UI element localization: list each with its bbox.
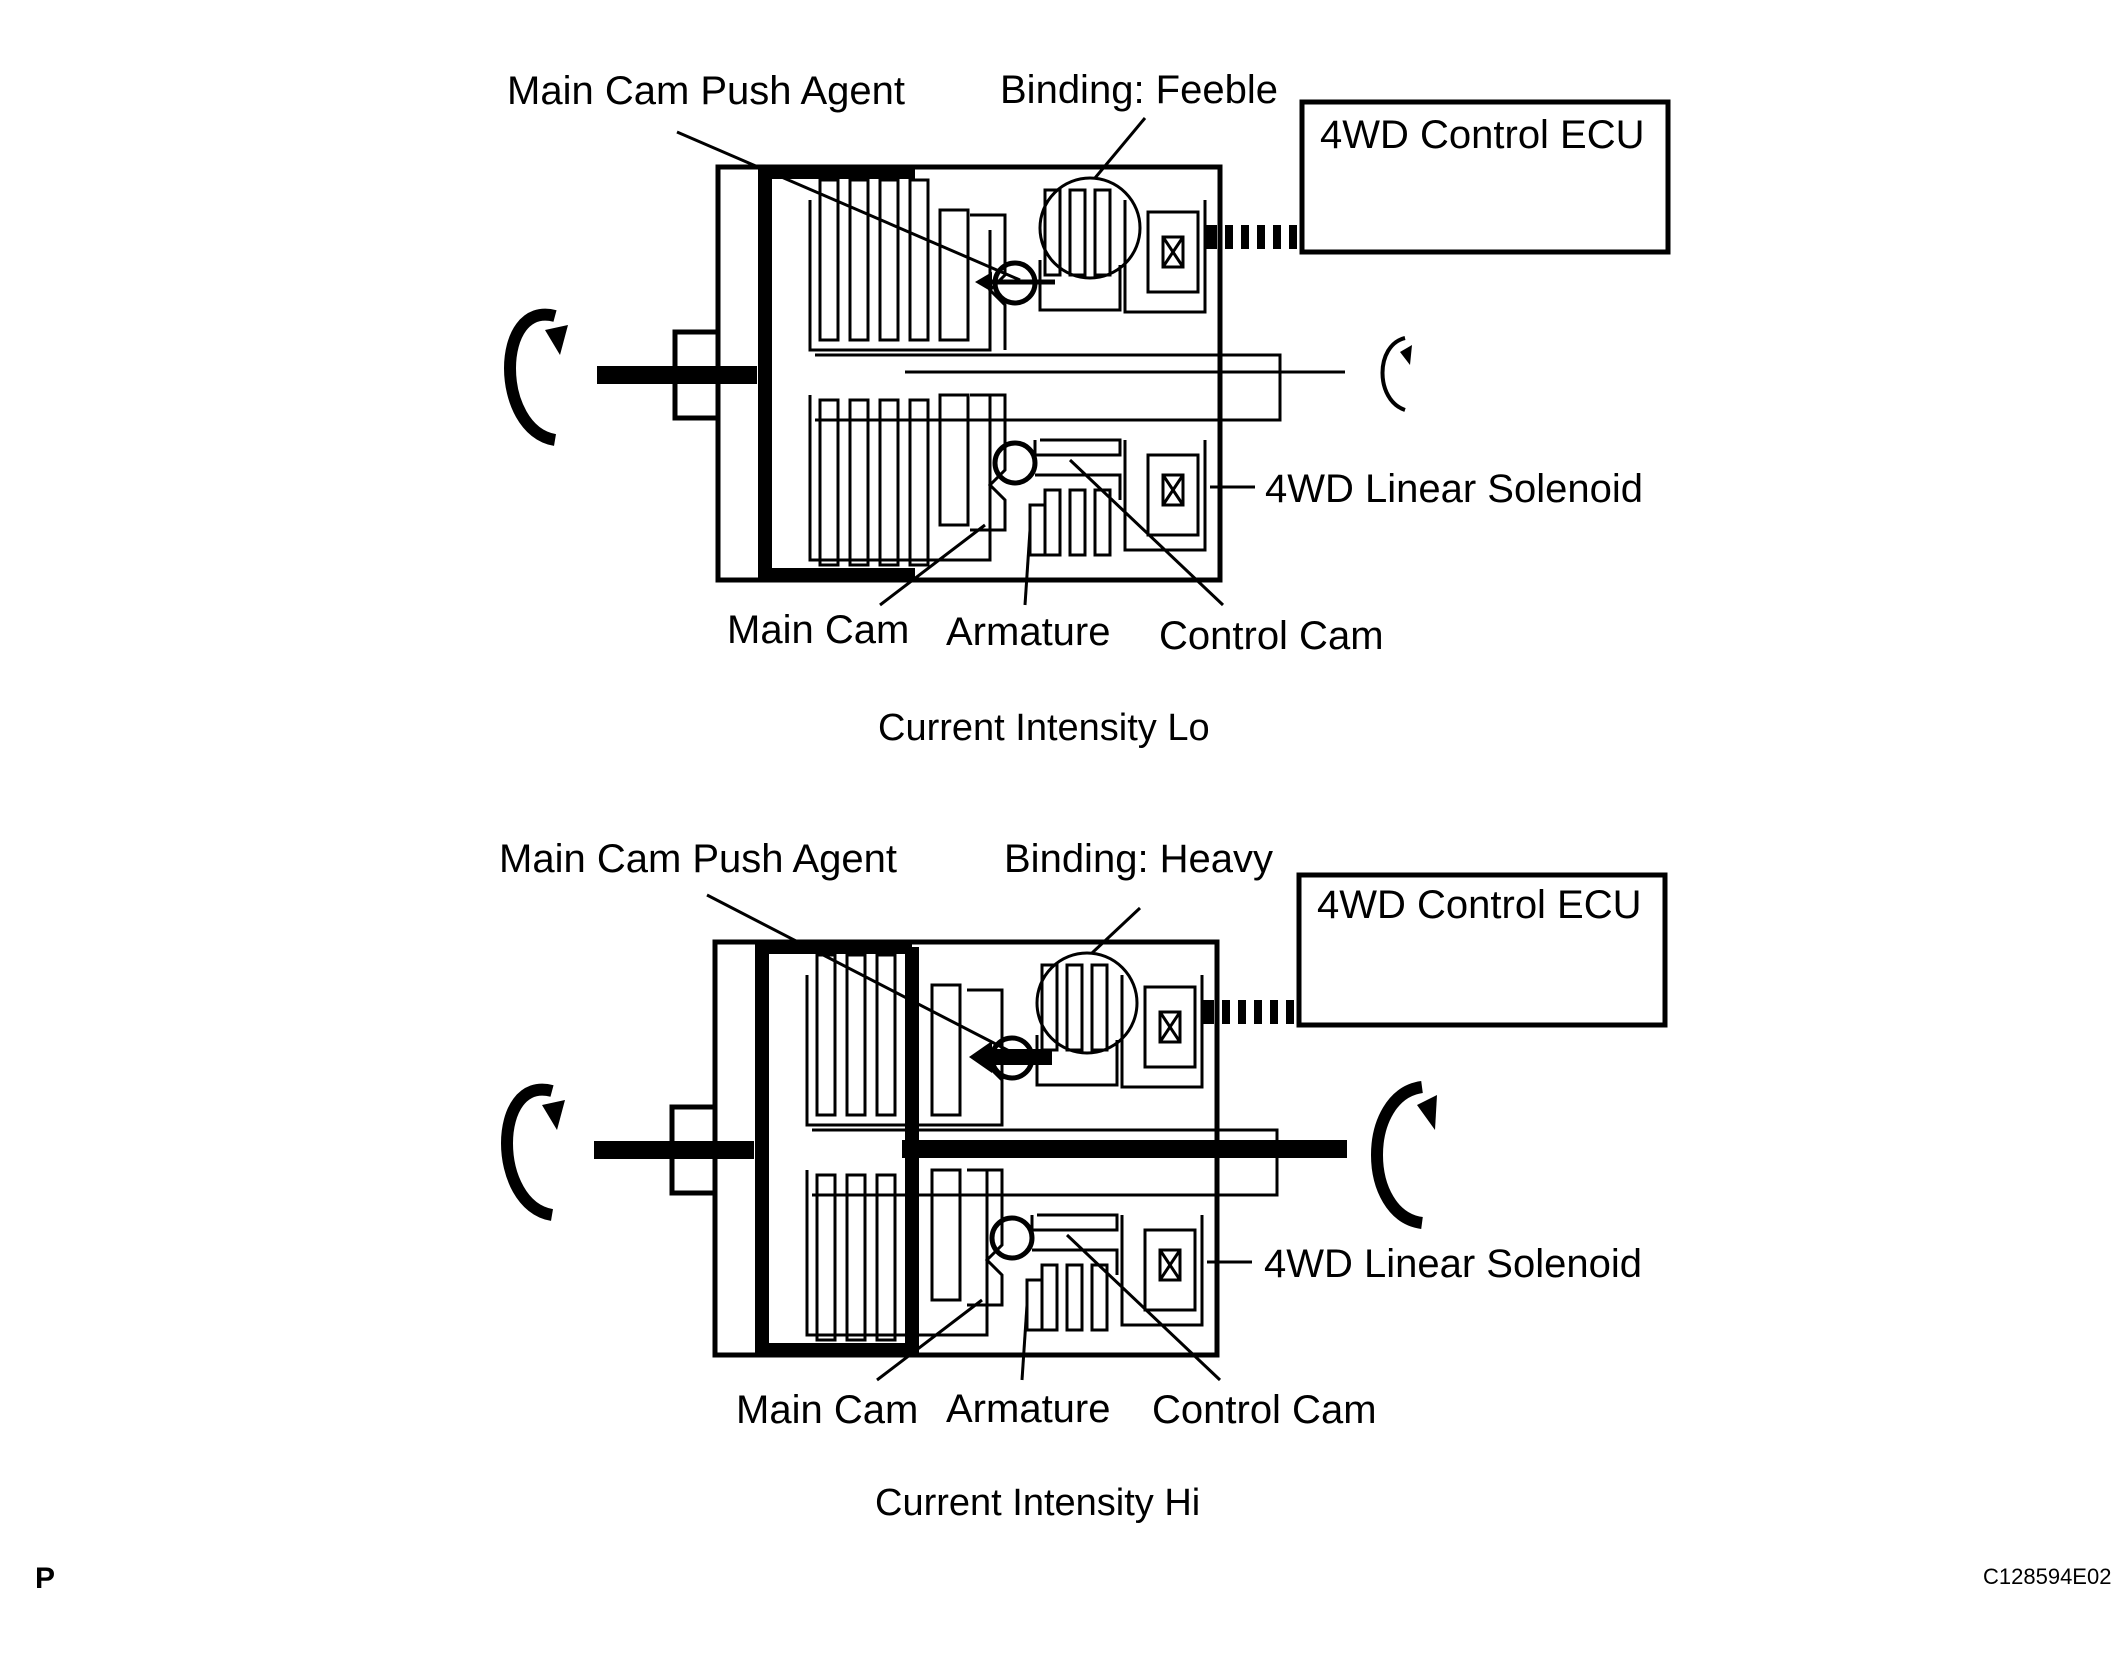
cam-ball-bottom bbox=[989, 1215, 1035, 1261]
input-rotation-arrow bbox=[501, 1083, 554, 1221]
caption-current-intensity-lo: Current Intensity Lo bbox=[878, 707, 1210, 749]
input-rotation-arrow bbox=[504, 308, 557, 446]
ecu-solenoid-connection bbox=[1202, 1000, 1294, 1024]
figure-code: C128594E02 bbox=[1983, 1564, 2111, 1589]
ecu-box bbox=[1296, 872, 1668, 1028]
label-ecu: 4WD Control ECU bbox=[1320, 113, 1645, 157]
linear-solenoid bbox=[1123, 200, 1207, 552]
cam-ball-bottom bbox=[992, 440, 1038, 486]
pilot-clutch-bottom bbox=[1028, 488, 1112, 557]
label-linear-solenoid: 4WD Linear Solenoid bbox=[1264, 1242, 1642, 1286]
main-clutch-frame bbox=[758, 165, 915, 582]
output-shaft bbox=[812, 1128, 1279, 1197]
label-ecu: 4WD Control ECU bbox=[1317, 883, 1642, 927]
main-clutch-plates-top bbox=[808, 178, 992, 352]
pilot-clutch-top bbox=[1038, 176, 1142, 280]
main-clutch-plates-bottom bbox=[805, 1168, 989, 1342]
binding-heavy-circle bbox=[1035, 951, 1139, 1055]
label-linear-solenoid: 4WD Linear Solenoid bbox=[1265, 467, 1643, 511]
panel-current-intensity-lo: Main Cam Push Agent Binding: Feeble 4WD … bbox=[504, 68, 1671, 749]
main-clutch-plates-bottom bbox=[808, 393, 992, 567]
control-cam bbox=[1030, 1213, 1119, 1275]
output-rotation-arrow bbox=[1380, 336, 1406, 412]
output-shaft bbox=[815, 353, 1282, 422]
armature bbox=[1028, 503, 1047, 557]
output-rotation-arrow bbox=[1371, 1081, 1424, 1229]
caption-current-intensity-hi: Current Intensity Hi bbox=[875, 1482, 1200, 1524]
label-main-cam-push-agent: Main Cam Push Agent bbox=[507, 69, 905, 113]
label-control-cam: Control Cam bbox=[1152, 1388, 1377, 1432]
main-clutch-frame bbox=[755, 940, 919, 1357]
label-armature: Armature bbox=[946, 1387, 1111, 1431]
label-control-cam: Control Cam bbox=[1159, 614, 1384, 658]
pilot-clutch-bottom bbox=[1025, 1263, 1109, 1332]
armature bbox=[1025, 1278, 1044, 1332]
ecu-solenoid-connection bbox=[1205, 225, 1297, 249]
ecu-box bbox=[1299, 99, 1671, 255]
label-binding: Binding: Feeble bbox=[1000, 68, 1278, 112]
input-shaft bbox=[594, 1141, 754, 1159]
main-clutch-plates-top bbox=[805, 953, 1004, 1127]
binding-feeble-circle bbox=[1038, 176, 1142, 280]
label-binding: Binding: Heavy bbox=[1004, 837, 1273, 881]
section-mark: P bbox=[35, 1562, 55, 1595]
label-main-cam-push-agent: Main Cam Push Agent bbox=[499, 837, 897, 881]
label-armature: Armature bbox=[946, 610, 1111, 654]
pilot-clutch-top bbox=[1035, 951, 1139, 1055]
label-main-cam: Main Cam bbox=[727, 608, 909, 652]
label-main-cam: Main Cam bbox=[736, 1388, 918, 1432]
panel-current-intensity-hi: Main Cam Push Agent Binding: Heavy 4WD C… bbox=[499, 837, 1668, 1524]
output-shaft-engaged bbox=[902, 1140, 1347, 1158]
input-shaft bbox=[597, 366, 757, 384]
control-cam bbox=[1033, 438, 1122, 500]
